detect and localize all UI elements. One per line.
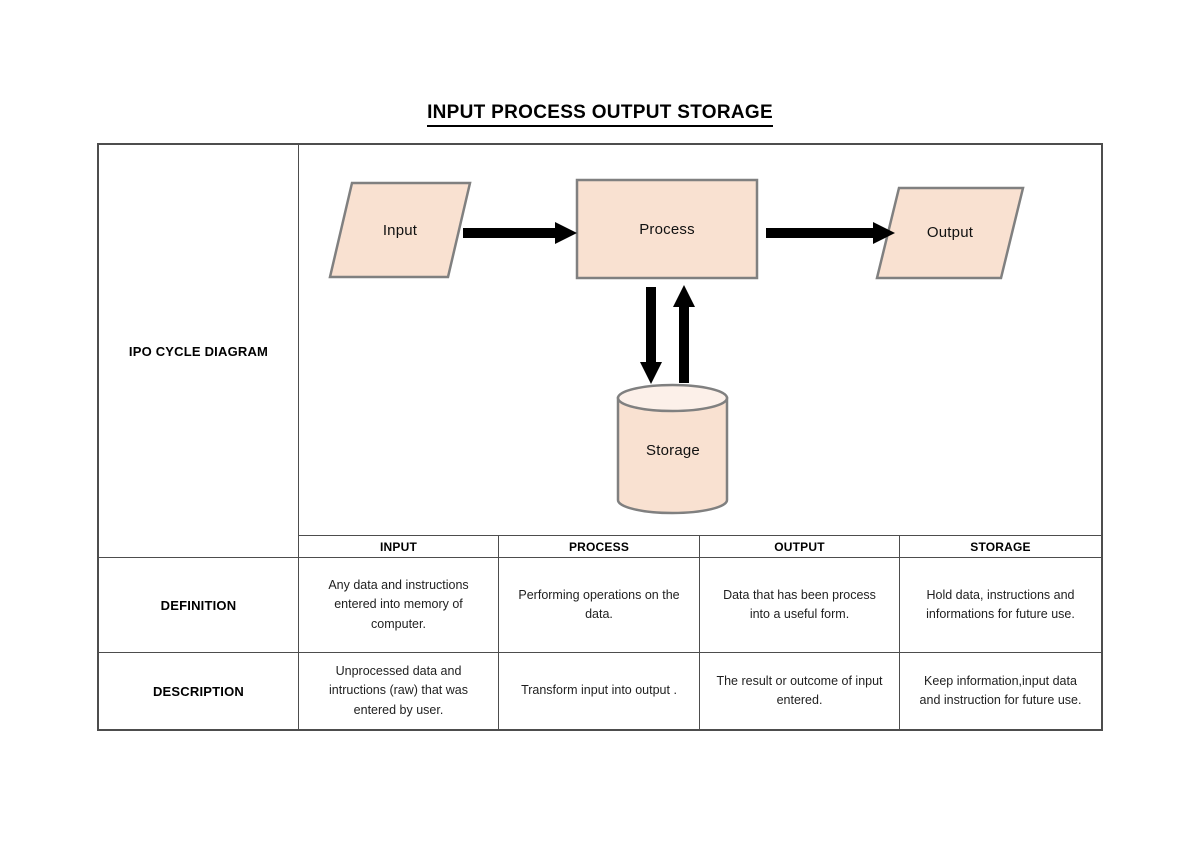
ipo-table: IPO CYCLE DIAGRAM INPUT PROCESS OUTPUT S… — [97, 143, 1103, 731]
arrow-process-to-output — [766, 222, 895, 244]
storage-cylinder-body — [616, 396, 729, 515]
definition-storage-cell: Hold data, instructions and informations… — [900, 558, 1101, 653]
row-label-ipo-cycle-diagram: IPO CYCLE DIAGRAM — [99, 145, 299, 558]
output-node-label: Output — [926, 223, 974, 241]
arrow-input-to-process — [463, 222, 577, 244]
input-parallelogram-shape — [328, 181, 472, 279]
output-parallelogram-shape — [875, 186, 1025, 280]
storage-node-label: Storage — [646, 441, 700, 459]
definition-input-cell: Any data and instructions entered into m… — [299, 558, 499, 653]
definition-process-cell: Performing operations on the data. — [499, 558, 700, 653]
arrow-process-to-storage — [640, 287, 662, 384]
column-header-storage: STORAGE — [900, 536, 1101, 558]
storage-cylinder-top — [616, 383, 729, 413]
diagram-cell — [299, 145, 1101, 536]
description-storage-cell: Keep information,input data and instruct… — [919, 673, 1082, 707]
description-output-cell: The result or outcome of input entered. — [700, 653, 900, 729]
process-node-label: Process — [639, 220, 695, 238]
row-label-description: DESCRIPTION — [99, 653, 299, 729]
column-header-input: INPUT — [299, 536, 499, 558]
row-label-definition: DEFINITION — [99, 558, 299, 653]
input-node-label: Input — [382, 221, 418, 239]
page-title: INPUT PROCESS OUTPUT STORAGE — [427, 102, 773, 127]
page-title-wrap: INPUT PROCESS OUTPUT STORAGE — [0, 102, 1200, 127]
description-process-cell: Transform input into output . — [499, 653, 700, 729]
column-header-process: PROCESS — [499, 536, 700, 558]
process-rectangle-shape — [575, 178, 759, 280]
ipo-flowchart — [328, 178, 1025, 515]
column-header-output: OUTPUT — [700, 536, 900, 558]
description-input-cell: Unprocessed data and intructions (raw) t… — [299, 653, 499, 729]
definition-output-cell: Data that has been process into a useful… — [700, 558, 900, 653]
arrow-storage-to-process — [673, 285, 695, 383]
